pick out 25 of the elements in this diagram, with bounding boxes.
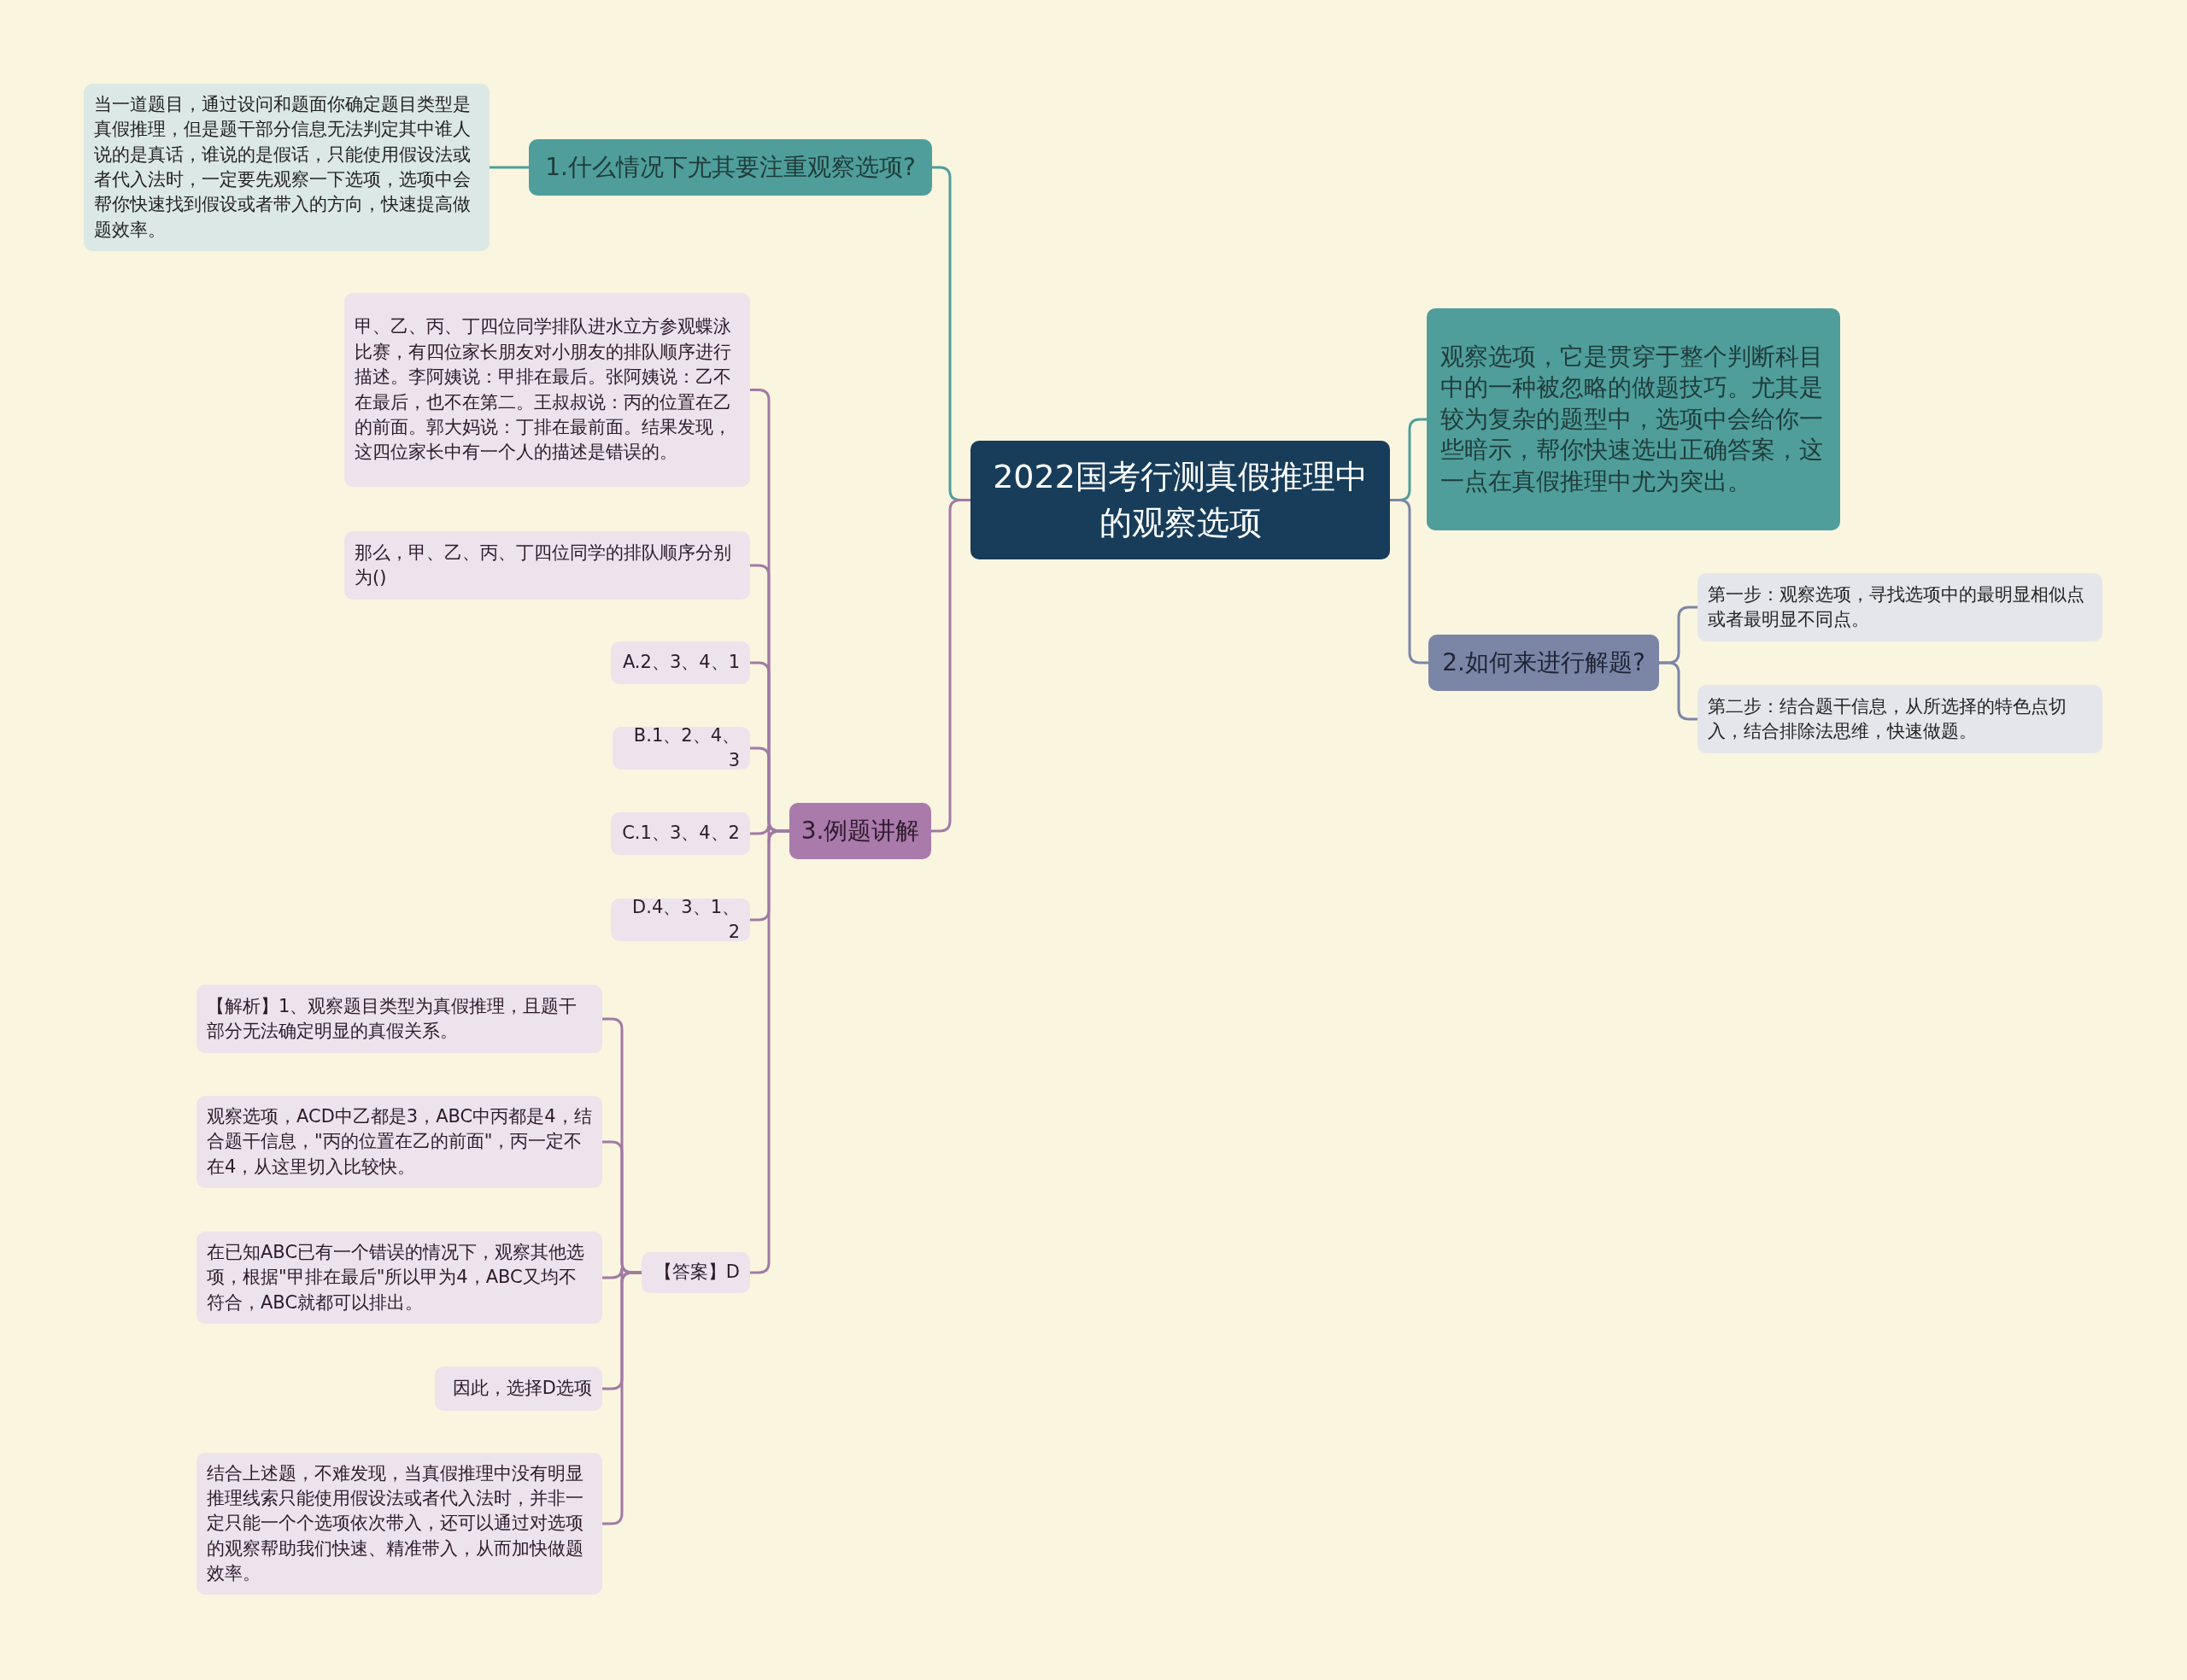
text-box: 那么，甲、乙、丙、丁四位同学的排队顺序分别为() <box>344 531 750 600</box>
text-box: 观察选项，ACD中乙都是3，ABC中丙都是4，结合题干信息，"丙的位置在乙的前面"，丙一定不在4，从这里切入比较快。 <box>196 1096 602 1188</box>
connector-line <box>1659 661 1697 721</box>
connector-line <box>490 166 529 169</box>
branch-box: 2.如何来进行解题? <box>1428 635 1659 691</box>
connector-line <box>602 1271 642 1525</box>
text-box: C.1、3、4、2 <box>611 812 750 855</box>
branch-box: 3.例题讲解 <box>789 803 931 859</box>
text-box: 结合上述题，不难发现，当真假推理中没有明显推理线索只能使用假设法或者代入法时，并非一定只能一个个选项依次带入，还可以通过对选项的观察帮助我们快速、精准带入，从而加快做题效率。 <box>196 1453 602 1595</box>
text-box: 第一步：观察选项，寻找选项中的最明显相似点或者最明显不同点。 <box>1697 573 2102 641</box>
text-box: 当一道题目，通过设问和题面你确定题目类型是真假推理，但是题干部分信息无法判定其中谁人说的是真话，谁说的是假话，只能使用假设法或者代入法时，一定要先观察一下选项，选项中会帮你快速找到假设或者带入的方向，快速提高做题效率。 <box>84 84 490 251</box>
text-box: 【解析】1、观察题目类型为真假推理，且题干部分无法确定明显的真假关系。 <box>196 985 602 1053</box>
branch-box: 1.什么情况下尤其要注重观察选项? <box>529 139 932 196</box>
connector-line <box>1390 499 1428 664</box>
text-box: D.4、3、1、2 <box>611 899 750 941</box>
text-box: 因此，选择D选项 <box>435 1367 602 1411</box>
text-box: B.1、2、4、3 <box>613 727 750 770</box>
text-box: 【答案】D <box>642 1252 750 1293</box>
topic-box: 2022国考行测真假推理中的观察选项 <box>970 441 1390 559</box>
text-box: 在已知ABC已有一个错误的情况下，观察其他选项，根据"甲排在最后"所以甲为4，ABC又均不符合，ABC就都可以排出。 <box>196 1232 602 1324</box>
connector-line <box>931 499 970 833</box>
text-box: 观察选项，它是贯穿于整个判断科目中的一种被忽略的做题技巧。尤其是较为复杂的题型中，选项中会给你一些暗示，帮你快速选出正确答案，这一点在真假推理中尤为突出。 <box>1427 308 1840 530</box>
text-box: 甲、乙、丙、丁四位同学排队进水立方参观蝶泳比赛，有四位家长朋友对小朋友的排队顺序进行描述。李阿姨说：甲排在最后。张阿姨说：乙不在最后，也不在第二。王叔叔说：丙的位置在乙的前面。郭大妈说：丁排在最前面。结果发现，这四位家长中有一个人的描述是错误的。 <box>344 293 750 487</box>
text-box: A.2、3、4、1 <box>611 641 750 684</box>
text-box: 第二步：结合题干信息，从所选择的特色点切入，结合排除法思维，快速做题。 <box>1697 685 2102 753</box>
